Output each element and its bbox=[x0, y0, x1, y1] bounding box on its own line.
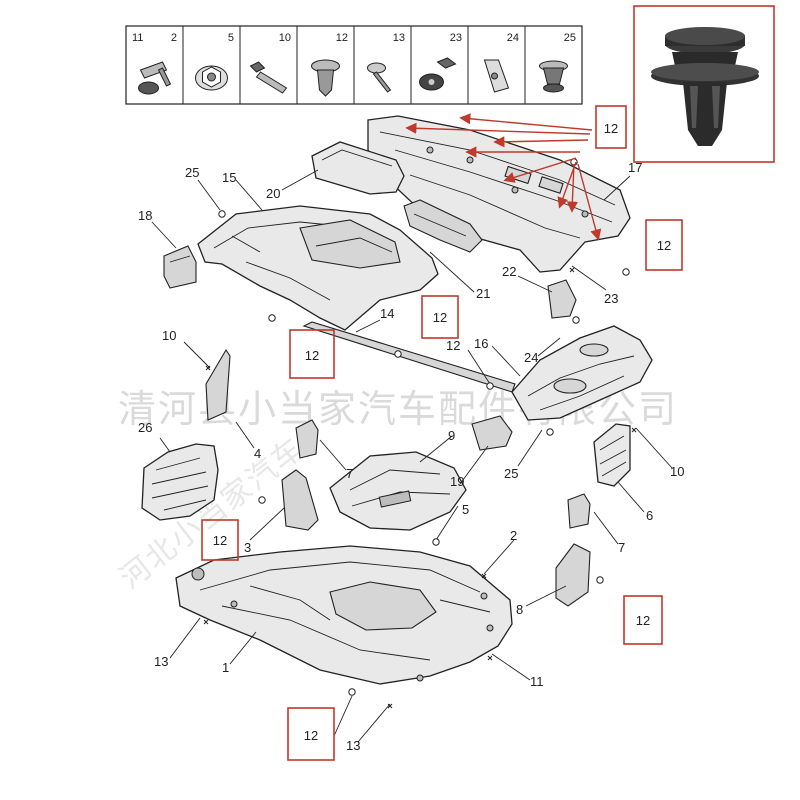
fastener-quantity: 24 bbox=[507, 32, 519, 44]
highlight-box-left: 12 bbox=[289, 329, 335, 379]
part-14-cross-bar bbox=[302, 321, 516, 393]
part-19-bracket bbox=[471, 415, 513, 451]
part-7-left-bracket bbox=[295, 419, 319, 459]
part-16-right-shield bbox=[511, 325, 653, 421]
spring-clip-icon bbox=[483, 59, 510, 93]
nut-screw-icon bbox=[419, 57, 457, 91]
inset-frame bbox=[633, 5, 775, 163]
part-label: 4 bbox=[254, 446, 261, 461]
part-label: 10 bbox=[670, 464, 684, 479]
part-6-right-liner bbox=[593, 423, 631, 487]
fastener-quantity: 5 bbox=[228, 32, 234, 44]
part-label: 19 bbox=[450, 474, 464, 489]
part-label: 14 bbox=[380, 306, 394, 321]
fastener-quantity: 23 bbox=[450, 32, 462, 44]
highlight-box-right-lower: 12 bbox=[623, 595, 663, 645]
highlight-label: 12 bbox=[657, 238, 671, 253]
highlight-box-bottom: 12 bbox=[287, 707, 335, 761]
part-26-left-liner bbox=[141, 443, 219, 521]
part-17-upper-shield bbox=[367, 115, 631, 273]
part-label: 20 bbox=[266, 186, 280, 201]
part-label: 18 bbox=[138, 208, 152, 223]
highlight-label: 12 bbox=[636, 613, 650, 628]
part-labels: 25 15 20 17 18 22 23 21 14 10 12 16 24 2… bbox=[138, 160, 684, 753]
fastener-quantity: 13 bbox=[393, 32, 405, 44]
part-9-center-skid bbox=[329, 451, 467, 531]
part-label: 8 bbox=[516, 602, 523, 617]
part-label: 23 bbox=[604, 291, 618, 306]
part-20-cover-plate bbox=[311, 141, 405, 195]
part-label: 10 bbox=[162, 328, 176, 343]
rivet-clip-icon bbox=[539, 60, 568, 93]
fastener-part-number: 11 bbox=[132, 32, 143, 44]
highlight-box-left-lower: 12 bbox=[201, 519, 239, 561]
part-label: 26 bbox=[138, 420, 152, 435]
part-label: 13 bbox=[346, 738, 360, 753]
highlight-boxes: 12 12 12 12 12 12 12 bbox=[201, 105, 683, 761]
highlight-label: 12 bbox=[305, 348, 319, 363]
part-label: 21 bbox=[476, 286, 490, 301]
highlight-label: 12 bbox=[604, 121, 618, 136]
fastener-quantity: 10 bbox=[279, 32, 291, 44]
part-8-bracket bbox=[555, 543, 591, 607]
part-label: 9 bbox=[448, 428, 455, 443]
part-label: 5 bbox=[462, 502, 469, 517]
part-21-center-bracket bbox=[403, 199, 483, 253]
part-18-bracket bbox=[163, 245, 197, 289]
highlight-label: 12 bbox=[213, 533, 227, 548]
part-label: 11 bbox=[530, 674, 544, 689]
part-label: 22 bbox=[502, 264, 516, 279]
part-label: 16 bbox=[474, 336, 488, 351]
highlight-arrows bbox=[405, 113, 602, 241]
part-label: 17 bbox=[628, 160, 642, 175]
part-label: 24 bbox=[524, 350, 538, 365]
fastener-cross-markers bbox=[203, 267, 637, 709]
part-15-splash-shield bbox=[197, 205, 439, 331]
part-label: 15 bbox=[222, 170, 236, 185]
part-label: 12 bbox=[446, 338, 460, 353]
part-label: 13 bbox=[154, 654, 168, 669]
part-3-deflector bbox=[281, 469, 319, 531]
push-clip-closeup-icon bbox=[651, 27, 759, 146]
part-label: 1 bbox=[222, 660, 229, 675]
push-clip-icon bbox=[311, 59, 340, 97]
part-label: 7 bbox=[346, 466, 353, 481]
fastener-quantity: 12 bbox=[336, 32, 348, 44]
tapping-screw-icon bbox=[367, 62, 392, 93]
part-7-right-bracket bbox=[567, 493, 591, 529]
part-label: 2 bbox=[510, 528, 517, 543]
highlight-label: 12 bbox=[304, 728, 318, 743]
part-1-main-plate bbox=[175, 545, 513, 685]
leader-lines bbox=[151, 169, 673, 743]
hex-bolt-icon bbox=[249, 61, 288, 94]
fastener-quantity: 25 bbox=[564, 32, 576, 44]
part-label: 25 bbox=[504, 466, 518, 481]
part-22-bracket bbox=[547, 279, 577, 319]
clip-closeup-inset bbox=[633, 5, 775, 163]
part-10-left-baffle bbox=[205, 348, 231, 421]
highlight-box-center: 12 bbox=[421, 295, 459, 339]
highlight-box-right-upper: 12 bbox=[645, 219, 683, 271]
part-label: 6 bbox=[646, 508, 653, 523]
fastener-quantity: 2 bbox=[171, 32, 177, 44]
part-label: 25 bbox=[185, 165, 199, 180]
part-label: 3 bbox=[244, 540, 251, 555]
flange-bolt-icon bbox=[138, 61, 172, 95]
clip-markers bbox=[218, 158, 630, 696]
flange-nut-icon bbox=[195, 65, 228, 91]
highlight-box-top: 12 bbox=[595, 105, 627, 149]
part-label: 7 bbox=[618, 540, 625, 555]
highlight-label: 12 bbox=[433, 310, 447, 325]
